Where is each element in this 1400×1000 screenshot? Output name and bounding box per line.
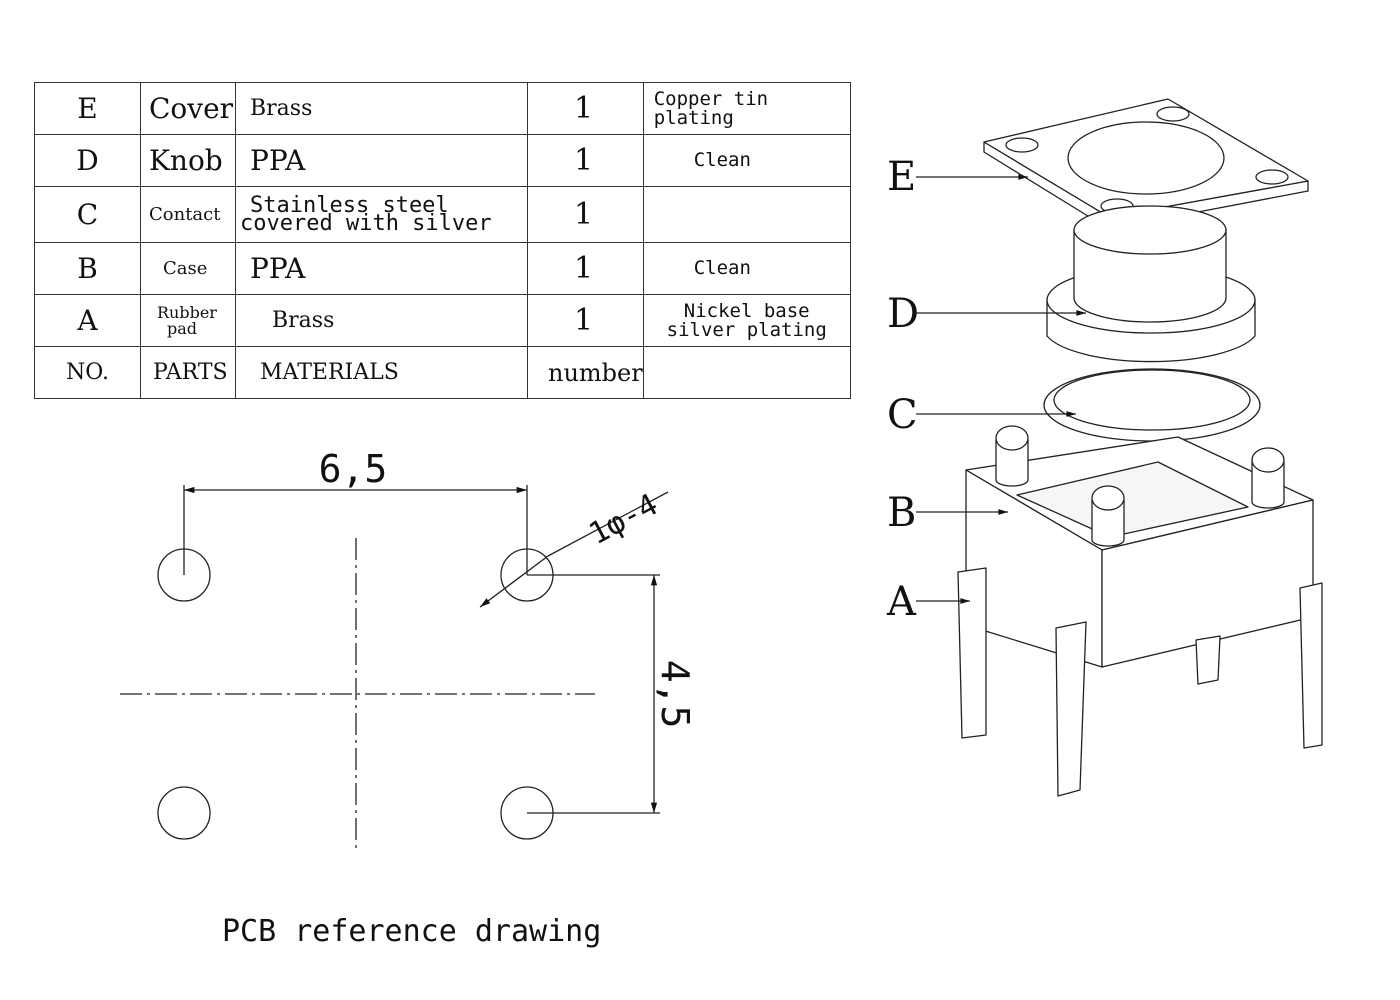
row-no: E bbox=[34, 82, 141, 135]
row-number: 1 bbox=[527, 294, 644, 347]
callout-label-a: A bbox=[886, 579, 917, 625]
material-line-2: covered with silver bbox=[240, 210, 492, 236]
callout-label-b: B bbox=[887, 490, 916, 536]
pcb-hole bbox=[500, 548, 554, 602]
row-part: Rubber pad bbox=[140, 294, 236, 347]
row-number: 1 bbox=[527, 186, 644, 243]
row-part: Cover bbox=[140, 82, 236, 135]
row-material: PPA bbox=[235, 242, 528, 295]
row-material: Brass bbox=[235, 82, 528, 135]
finish-line-2: silver plating bbox=[666, 318, 827, 341]
row-finish: Copper tin plating bbox=[642, 82, 851, 135]
row-finish bbox=[642, 186, 851, 243]
case-part bbox=[965, 425, 1314, 668]
dim-vertical-label: 4,5 bbox=[653, 660, 697, 729]
table-row: C Contact Stainless steel covered with s… bbox=[34, 186, 851, 243]
header-no: NO. bbox=[34, 346, 141, 399]
material-line-1: Stainless steel bbox=[250, 192, 449, 218]
row-part: Knob bbox=[140, 134, 236, 187]
finish-line-1: Nickel base bbox=[683, 300, 810, 323]
row-no: B bbox=[34, 242, 141, 295]
pcb-hole bbox=[157, 786, 211, 840]
part-line-1: Rubber bbox=[157, 303, 217, 323]
row-no: D bbox=[34, 134, 141, 187]
table-header-row: NO. PARTS MATERIALS number bbox=[34, 346, 851, 399]
row-finish: Clean bbox=[642, 134, 851, 187]
table-row: E Cover Brass 1 Copper tin plating bbox=[34, 82, 851, 135]
callout-label-e: E bbox=[887, 154, 916, 200]
part-line-2: pad bbox=[167, 318, 198, 338]
row-finish: Nickel base silver plating bbox=[642, 294, 851, 347]
callout-label-d: D bbox=[887, 291, 919, 337]
knob-part bbox=[1046, 205, 1256, 363]
row-part: Case bbox=[140, 242, 236, 295]
header-number: number bbox=[527, 346, 644, 399]
table-row: A Rubber pad Brass 1 Nickel base silver … bbox=[34, 294, 851, 347]
table-row: D Knob PPA 1 Clean bbox=[34, 134, 851, 187]
row-number: 1 bbox=[527, 82, 644, 135]
row-part: Contact bbox=[140, 186, 236, 243]
header-parts: PARTS bbox=[140, 346, 236, 399]
row-no: A bbox=[34, 294, 141, 347]
pins-part bbox=[957, 567, 1323, 797]
hole-spec-label: 1φ-4 bbox=[583, 487, 663, 552]
pcb-caption: PCB reference drawing bbox=[222, 914, 602, 949]
callout-label-c: C bbox=[887, 392, 918, 438]
row-material: PPA bbox=[235, 134, 528, 187]
dim-horizontal-label: 6,5 bbox=[319, 447, 388, 491]
bom-table: E Cover Brass 1 Copper tin plating D Kno… bbox=[34, 82, 851, 399]
cover-part bbox=[983, 98, 1309, 230]
row-material: Stainless steel covered with silver bbox=[235, 186, 528, 243]
pcb-hole bbox=[157, 548, 211, 602]
row-finish: Clean bbox=[642, 242, 851, 295]
row-number: 1 bbox=[527, 134, 644, 187]
table-row: B Case PPA 1 Clean bbox=[34, 242, 851, 295]
contact-part bbox=[1043, 368, 1261, 442]
header-materials: MATERIALS bbox=[235, 346, 528, 399]
pcb-hole bbox=[500, 786, 554, 840]
row-number: 1 bbox=[527, 242, 644, 295]
hole-leader bbox=[479, 555, 549, 608]
header-finish bbox=[642, 346, 851, 399]
row-no: C bbox=[34, 186, 141, 243]
row-material: Brass bbox=[235, 294, 528, 347]
hole-leader-tail bbox=[547, 491, 669, 557]
